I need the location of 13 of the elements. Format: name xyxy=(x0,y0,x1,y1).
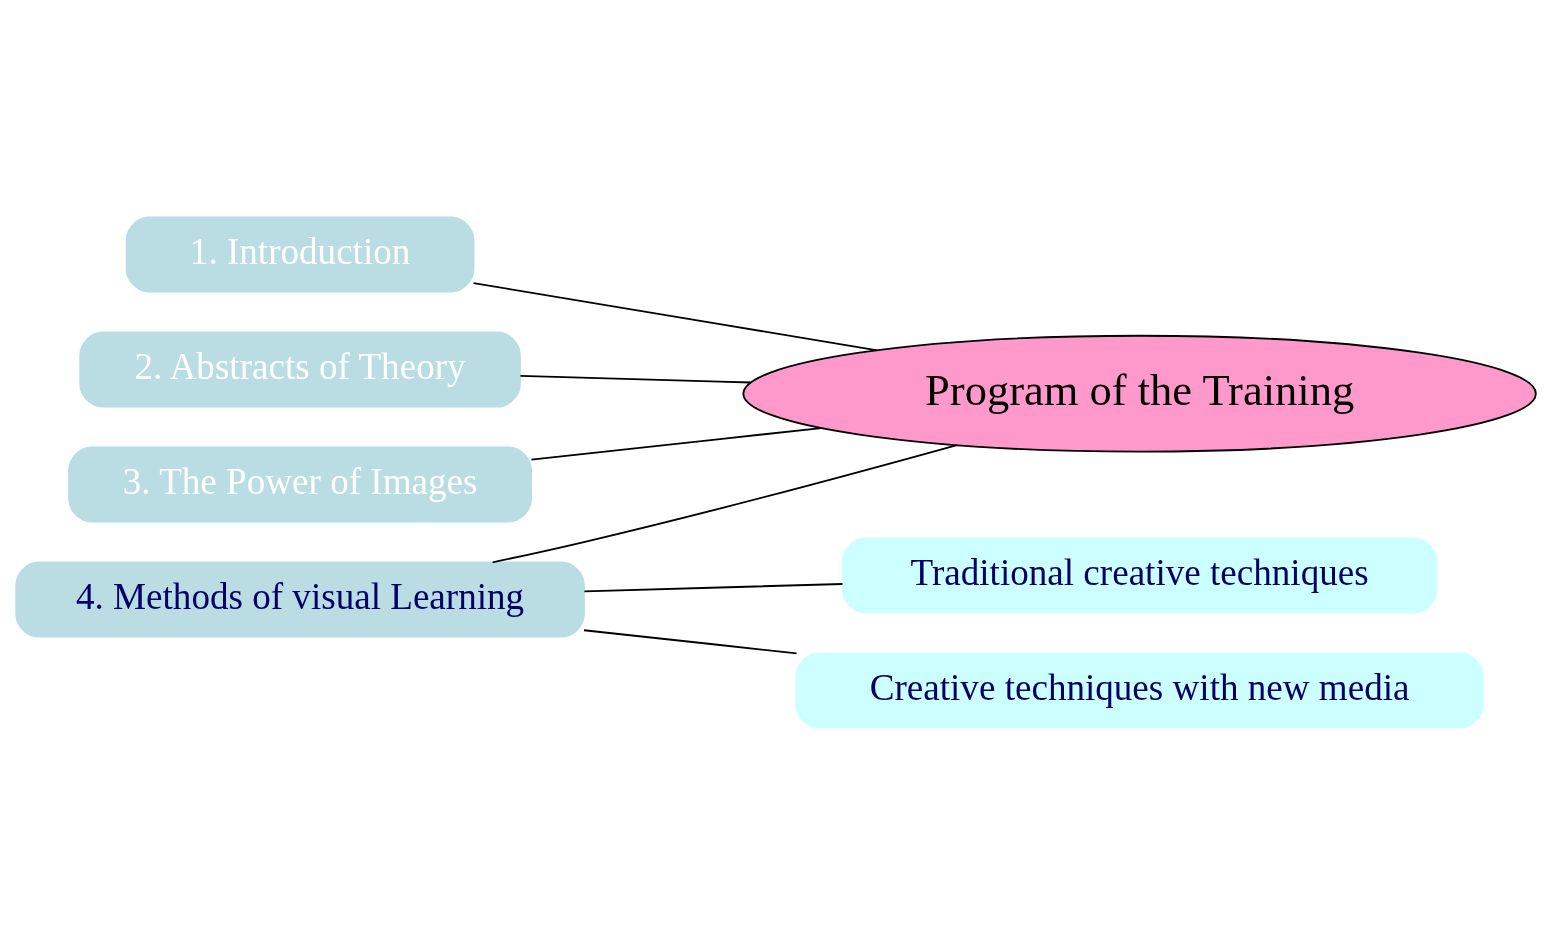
connector xyxy=(530,426,823,461)
connector xyxy=(583,582,844,592)
node-box: 4. Methods of visual Learning xyxy=(15,561,585,638)
connector xyxy=(491,443,958,563)
node-box: 1. Introduction xyxy=(125,216,475,293)
node-box: Creative techniques with new media xyxy=(795,651,1484,728)
connector xyxy=(519,374,752,383)
connector xyxy=(583,628,798,654)
node-box: Traditional creative techniques xyxy=(841,536,1438,613)
node-box: 3. The Power of Images xyxy=(68,446,532,523)
node-ellipse: Program of the Training xyxy=(742,334,1537,452)
node-box: 2. Abstracts of Theory xyxy=(79,331,521,408)
connector xyxy=(472,281,879,351)
